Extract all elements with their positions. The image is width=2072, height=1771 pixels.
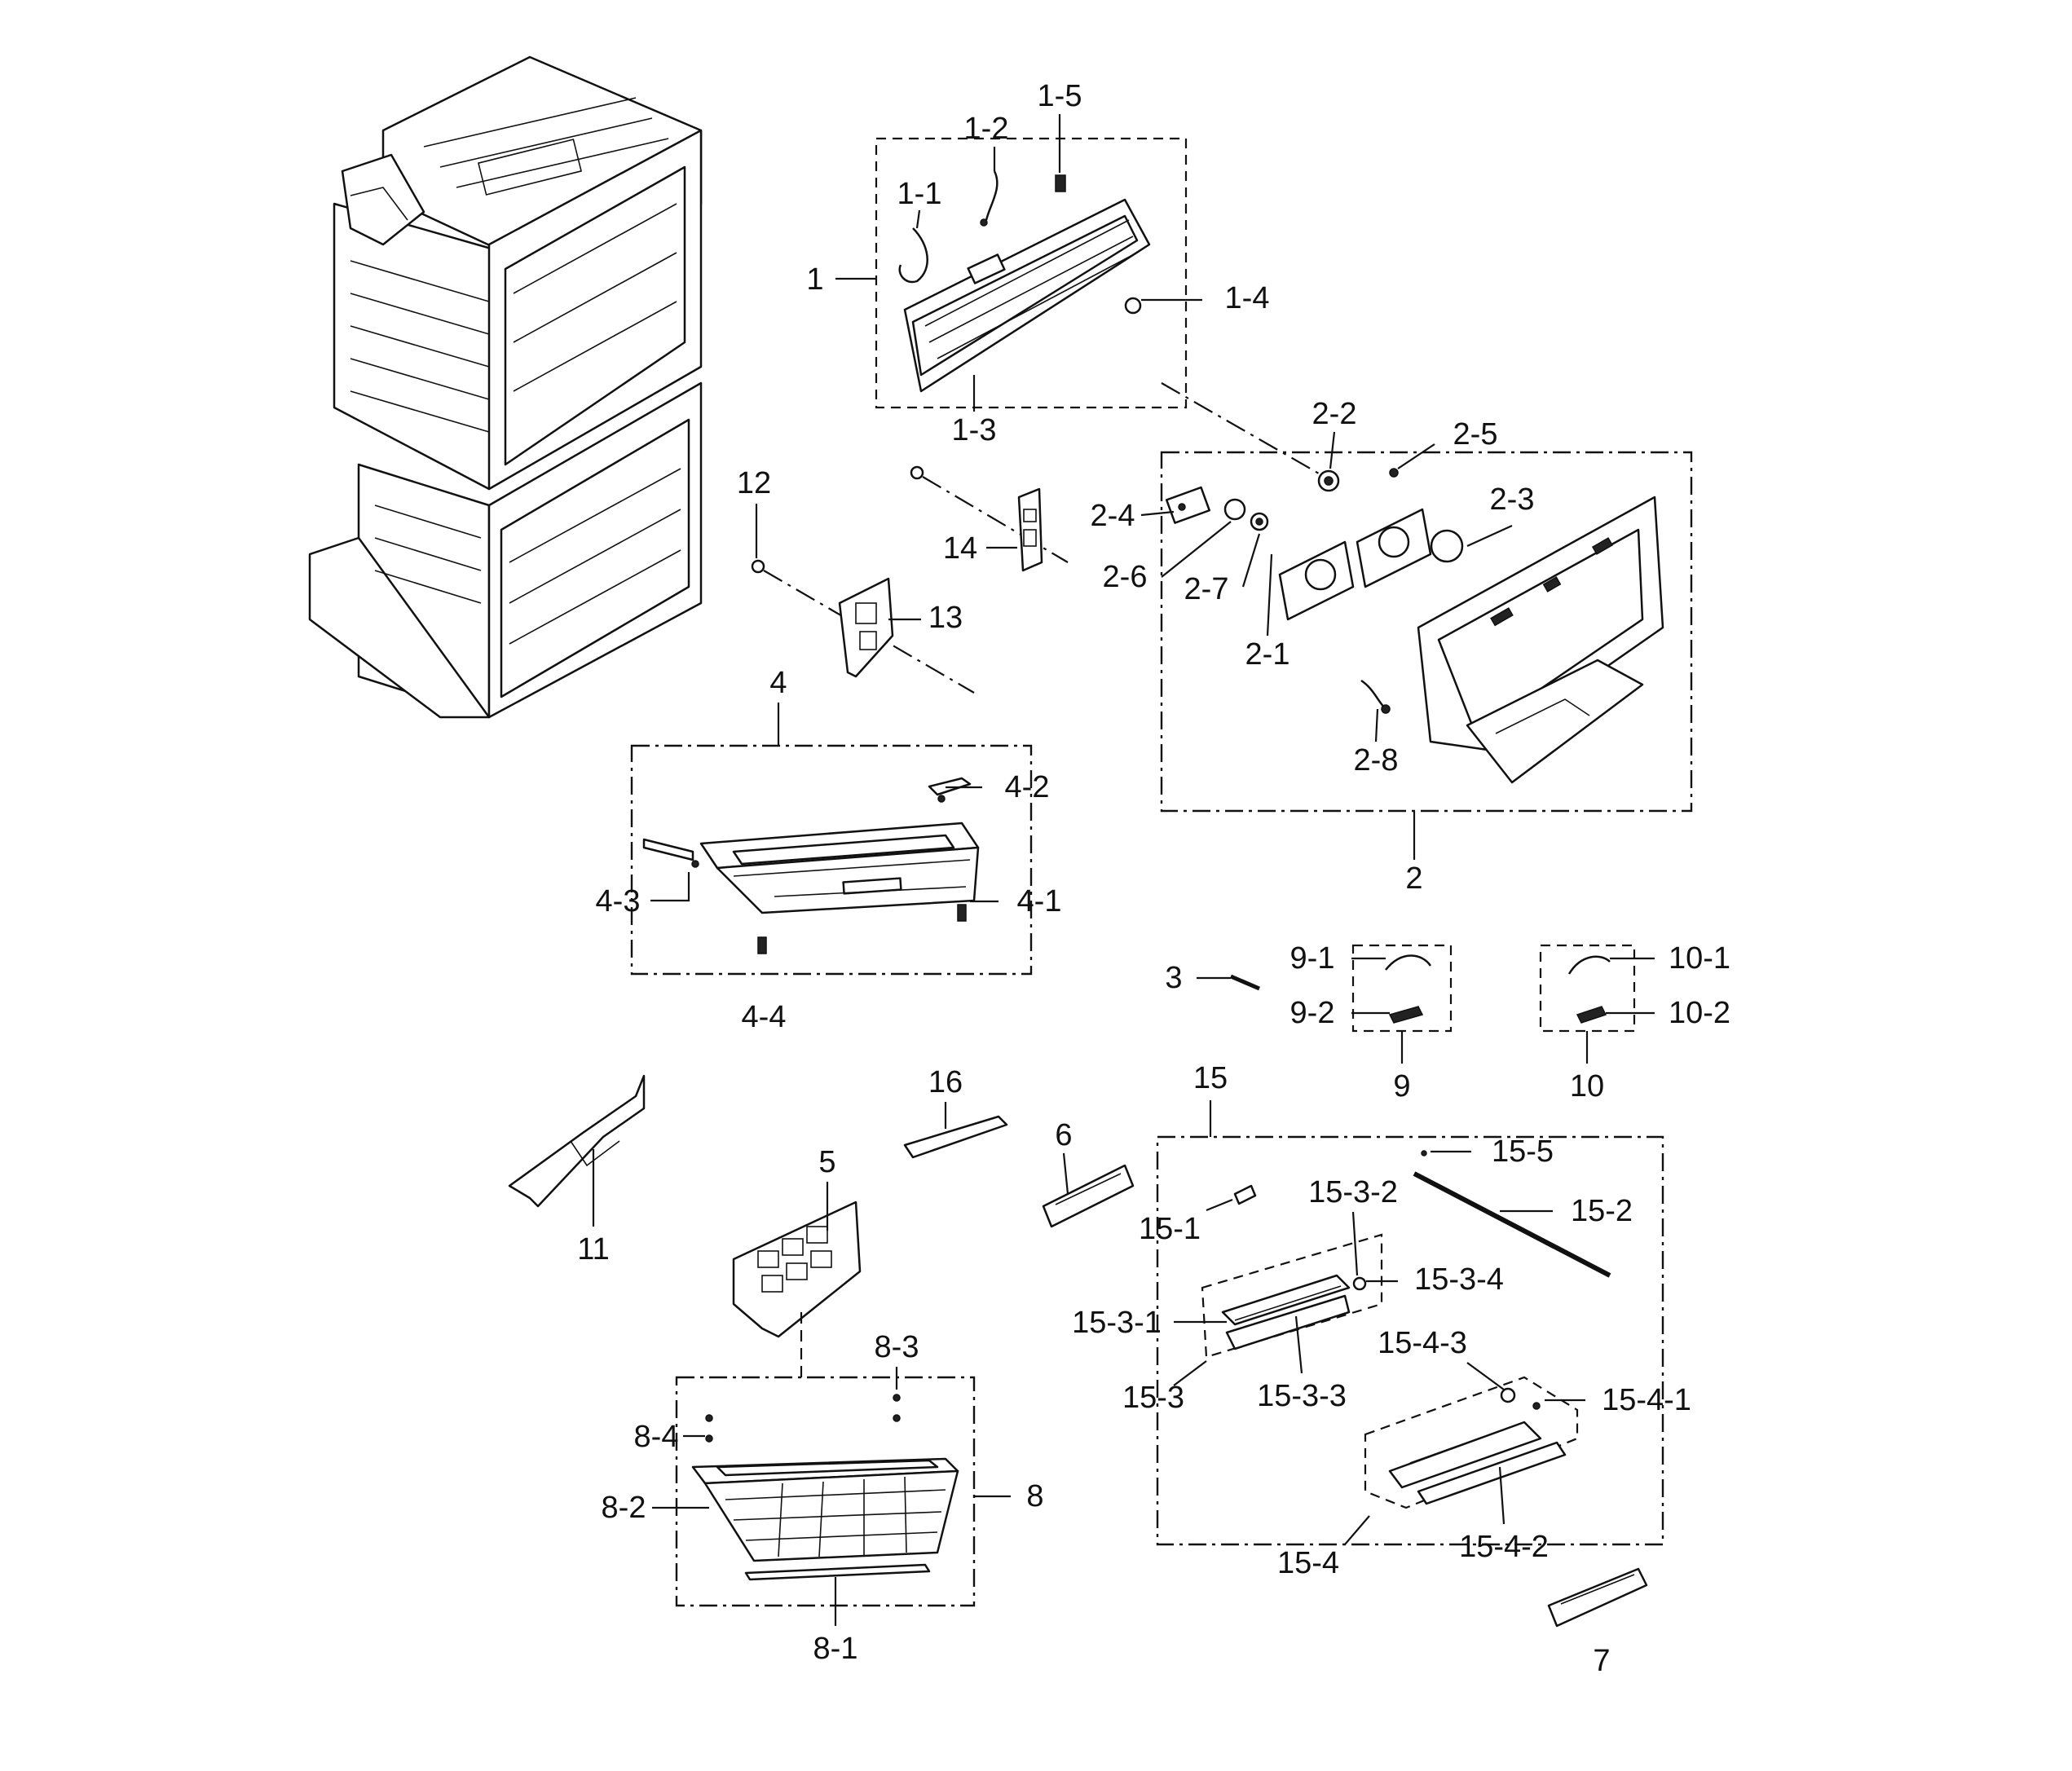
callout-4-1: 4-1 bbox=[1017, 884, 1062, 919]
group-2-evaporator-cover bbox=[1160, 451, 1693, 813]
callout-4-4: 4-4 bbox=[742, 1000, 787, 1034]
group-1-evaporator bbox=[875, 137, 1188, 409]
callout-12: 12 bbox=[737, 466, 771, 500]
callout-9: 9 bbox=[1393, 1069, 1410, 1104]
callout-13: 13 bbox=[928, 601, 963, 635]
group-15-rail-assembly bbox=[1156, 1135, 1664, 1546]
callout-4-3: 4-3 bbox=[596, 884, 641, 919]
callout-10-2: 10-2 bbox=[1669, 996, 1730, 1030]
callout-14: 14 bbox=[943, 531, 977, 566]
callout-2-2: 2-2 bbox=[1312, 397, 1357, 431]
callout-5: 5 bbox=[818, 1145, 835, 1179]
callout-3: 3 bbox=[1165, 961, 1182, 995]
callout-1: 1 bbox=[806, 262, 823, 297]
callout-15-3-2: 15-3-2 bbox=[1308, 1175, 1398, 1209]
callout-4: 4 bbox=[769, 666, 787, 700]
refrigerator-cabinet bbox=[308, 55, 703, 719]
callout-15-1: 15-1 bbox=[1139, 1212, 1201, 1246]
part-7 bbox=[1547, 1567, 1648, 1628]
group-8-basket bbox=[675, 1312, 976, 1607]
callout-11: 11 bbox=[577, 1232, 609, 1267]
part-5 bbox=[732, 1200, 862, 1338]
callout-15-2: 15-2 bbox=[1571, 1194, 1633, 1228]
callout-15-3-1: 15-3-1 bbox=[1072, 1306, 1162, 1340]
callout-8-1: 8-1 bbox=[813, 1632, 858, 1666]
callout-2-6: 2-6 bbox=[1103, 560, 1148, 594]
callout-2-4: 2-4 bbox=[1091, 499, 1135, 533]
callout-6: 6 bbox=[1055, 1118, 1072, 1152]
callout-15-4-2: 15-4-2 bbox=[1459, 1530, 1549, 1564]
callout-2-3: 2-3 bbox=[1490, 482, 1535, 517]
parts-3-9-10 bbox=[1230, 944, 1636, 1033]
parts-12-13-14 bbox=[751, 465, 1069, 694]
callout-15-4: 15-4 bbox=[1277, 1546, 1339, 1580]
callout-10-1: 10-1 bbox=[1669, 941, 1730, 976]
part-6 bbox=[1042, 1164, 1135, 1228]
callout-2: 2 bbox=[1405, 861, 1422, 896]
callout-2-7: 2-7 bbox=[1184, 572, 1229, 606]
callout-15-5: 15-5 bbox=[1492, 1134, 1554, 1169]
callout-9-2: 9-2 bbox=[1290, 996, 1335, 1030]
callout-15-4-3: 15-4-3 bbox=[1378, 1326, 1467, 1360]
callout-8-2: 8-2 bbox=[602, 1491, 646, 1525]
group-4-drawer bbox=[630, 744, 1033, 976]
callout-8-3: 8-3 bbox=[875, 1330, 919, 1364]
callout-15-3-4: 15-3-4 bbox=[1414, 1262, 1504, 1297]
callout-1-1: 1-1 bbox=[897, 177, 942, 211]
callout-15-3-3: 15-3-3 bbox=[1257, 1379, 1347, 1413]
callout-2-1: 2-1 bbox=[1245, 637, 1290, 672]
callout-4-2: 4-2 bbox=[1005, 770, 1050, 804]
callout-2-8: 2-8 bbox=[1354, 743, 1399, 778]
callout-15-3: 15-3 bbox=[1122, 1381, 1184, 1415]
callout-10: 10 bbox=[1570, 1069, 1604, 1104]
part-11 bbox=[508, 1074, 646, 1208]
callout-15-4-1: 15-4-1 bbox=[1602, 1383, 1691, 1417]
callout-7: 7 bbox=[1593, 1644, 1610, 1678]
callout-2-5: 2-5 bbox=[1453, 417, 1498, 452]
part-16 bbox=[903, 1115, 1008, 1159]
callout-1-3: 1-3 bbox=[952, 413, 997, 447]
callout-9-1: 9-1 bbox=[1290, 941, 1335, 976]
callout-16: 16 bbox=[928, 1065, 963, 1099]
callout-1-5: 1-5 bbox=[1038, 79, 1082, 113]
callout-1-2: 1-2 bbox=[964, 112, 1009, 146]
callout-1-4: 1-4 bbox=[1225, 281, 1270, 315]
callout-8-4: 8-4 bbox=[634, 1420, 679, 1454]
callout-15: 15 bbox=[1193, 1061, 1228, 1095]
callout-8: 8 bbox=[1026, 1479, 1043, 1513]
